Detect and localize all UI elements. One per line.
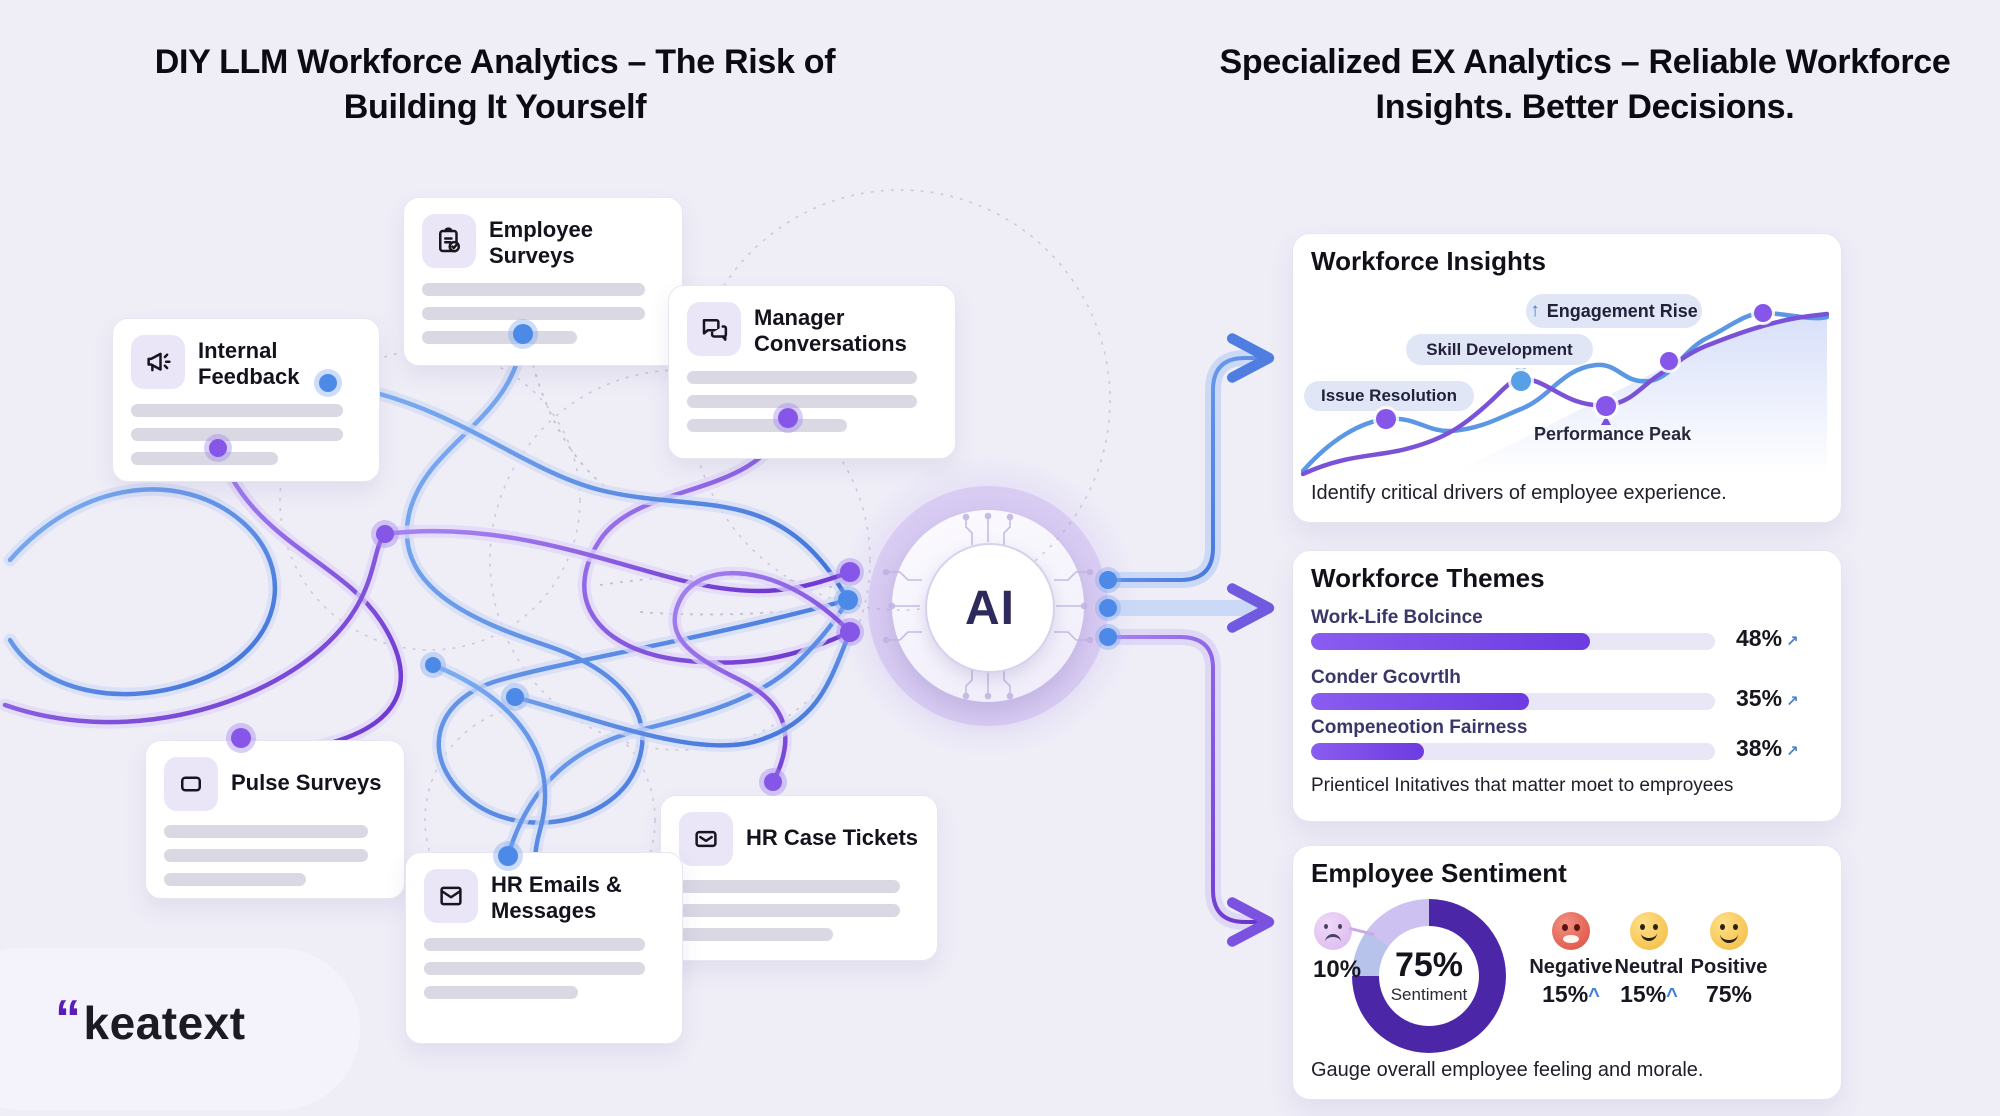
panel-caption: Prienticel Initatives that matter moet t… <box>1311 775 1734 796</box>
theme-label: Conder Gcovrtlh <box>1311 667 1461 688</box>
theme-value: 48%↗ <box>1736 625 1799 651</box>
theme-bar-fill <box>1311 633 1590 650</box>
data-point-dots <box>1373 301 1775 432</box>
card-internal-feedback: Internal Feedback <box>112 318 380 482</box>
up-arrow-icon: ↑ <box>1530 300 1540 321</box>
theme-bar-track <box>1311 743 1715 760</box>
keatext-quote-mark-icon: “ <box>55 990 82 1048</box>
legend-label: Positive <box>1690 956 1768 978</box>
legend-value: 75% <box>1705 981 1753 1007</box>
theme-bar-track <box>1311 633 1715 650</box>
annotation-skill-development: Skill Development <box>1406 334 1593 365</box>
ticket-envelope-icon <box>679 812 733 866</box>
caret-up-icon: ^ <box>1666 985 1678 1007</box>
performance-line <box>1301 311 1829 477</box>
card-hr-emails-messages: HR Emails & Messages <box>405 852 683 1044</box>
legend-value: 15%^ <box>1542 981 1600 1007</box>
legend-value: 15%^ <box>1620 981 1678 1007</box>
negative-emoji-icon <box>1552 912 1590 950</box>
donut-center-value: 75% <box>1394 945 1464 984</box>
legend-label: Negative <box>1529 956 1613 978</box>
theme-value: 38%↗ <box>1736 735 1799 761</box>
caret-up-icon: ^ <box>1588 985 1600 1007</box>
donut-center: 75% Sentiment <box>1379 926 1479 1026</box>
placeholder-text-bars <box>687 370 937 432</box>
panel-caption: Gauge overall employee feeling and moral… <box>1311 1059 1704 1081</box>
right-title: Specialized EX Analytics – Reliable Work… <box>1219 43 1951 126</box>
panel-caption: Identify critical drivers of employee ex… <box>1311 482 1727 504</box>
donut-center-label: Sentiment <box>1390 984 1468 1004</box>
panel-title: Workforce Insights <box>1311 246 1547 276</box>
keatext-logo-text: keatext <box>83 997 246 1049</box>
card-hr-case-tickets: HR Case Tickets <box>660 795 938 961</box>
logo-background-blob <box>0 948 360 1110</box>
trend-up-icon: ↗ <box>1786 633 1799 650</box>
card-title: Pulse Surveys <box>231 770 382 795</box>
theme-bar-fill <box>1311 743 1425 760</box>
card-employee-surveys: Employee Surveys <box>403 197 683 366</box>
trend-up-icon: ↗ <box>1786 693 1799 710</box>
card-title: Internal Feedback <box>198 338 300 389</box>
theme-bar-track <box>1311 693 1715 710</box>
panel-employee-sentiment: Employee Sentiment 75% Sentiment 10% Neg… <box>1292 845 1842 1100</box>
placeholder-text-bars <box>164 825 386 886</box>
rounded-rect-icon <box>164 757 218 811</box>
panel-title: Workforce Themes <box>1311 563 1545 593</box>
donut-callout-value: 10% <box>1313 956 1362 983</box>
sentiment-donut-chart: 75% Sentiment <box>1352 899 1506 1053</box>
envelope-icon <box>424 869 478 923</box>
card-title: HR Emails & Messages <box>491 872 622 923</box>
theme-label: Compeneotion Fairness <box>1311 717 1528 738</box>
card-title: HR Case Tickets <box>746 825 919 850</box>
placeholder-text-bars <box>424 937 664 999</box>
clipboard-check-icon <box>422 214 476 268</box>
card-title: Manager Conversations <box>754 305 907 356</box>
panel-workforce-insights: Workforce Insights Issue Resolution Skil… <box>1292 233 1842 523</box>
trend-up-icon: ↗ <box>1786 743 1799 760</box>
neutral-emoji-icon <box>1630 912 1668 950</box>
keatext-logo: “ keatext <box>55 990 246 1050</box>
sad-face-icon <box>1314 912 1352 950</box>
insights-line-chart <box>1301 301 1829 477</box>
card-manager-conversations: Manager Conversations <box>668 285 956 459</box>
theme-value: 35%↗ <box>1736 685 1799 711</box>
theme-bar-fill <box>1311 693 1530 710</box>
ai-core-label: AI <box>925 543 1055 673</box>
placeholder-text-bars <box>131 403 361 465</box>
positive-emoji-icon <box>1710 912 1748 950</box>
card-title: Employee Surveys <box>489 217 593 268</box>
panel-workforce-themes: Workforce Themes Work-Life Bolcince 48%↗… <box>1292 550 1842 822</box>
theme-label: Work-Life Bolcince <box>1311 607 1483 628</box>
annotation-engagement-rise: ↑ Engagement Rise <box>1526 294 1702 328</box>
legend-label: Neutral <box>1614 956 1684 978</box>
placeholder-text-bars <box>422 282 664 344</box>
annotation-issue-resolution: Issue Resolution <box>1304 381 1474 411</box>
left-title: DIY LLM Workforce Analytics – The Risk o… <box>154 43 836 126</box>
card-pulse-surveys: Pulse Surveys <box>145 740 405 899</box>
chat-bubbles-icon <box>687 302 741 356</box>
panel-title: Employee Sentiment <box>1311 858 1567 888</box>
placeholder-text-bars <box>679 880 919 941</box>
megaphone-icon <box>131 335 185 389</box>
